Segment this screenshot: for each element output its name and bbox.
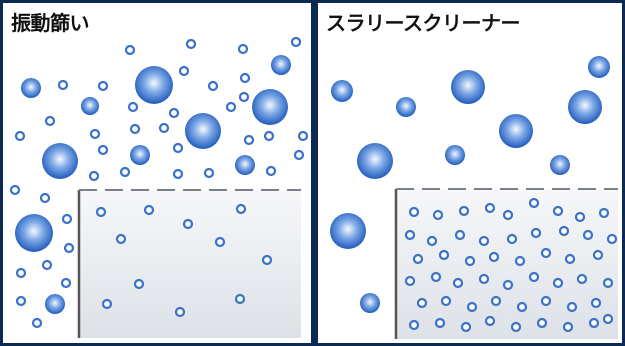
large-particle xyxy=(568,90,602,124)
large-particle xyxy=(81,97,99,115)
large-particle xyxy=(15,214,53,252)
large-particle xyxy=(588,56,610,78)
large-particle xyxy=(330,213,366,249)
large-particle xyxy=(396,97,416,117)
large-particle xyxy=(235,155,255,175)
large-particle xyxy=(451,70,485,104)
vibrating-sieve-scene xyxy=(3,3,311,343)
large-particle xyxy=(445,145,465,165)
large-particle xyxy=(252,89,288,125)
vibrating-sieve-title: 振動篩い xyxy=(11,7,89,36)
slurry-screener-title: スラリースクリーナー xyxy=(326,7,520,36)
large-particle xyxy=(135,66,173,104)
large-particle xyxy=(130,145,150,165)
slurry-screener-scene xyxy=(318,3,622,343)
large-particle xyxy=(42,143,78,179)
large-particle xyxy=(271,55,291,75)
large-particle xyxy=(185,113,221,149)
large-particle xyxy=(550,155,570,175)
large-particle xyxy=(499,114,533,148)
large-particle xyxy=(331,80,353,102)
large-particle xyxy=(360,293,380,313)
slurry-screener-panel: スラリースクリーナー xyxy=(318,3,622,343)
large-particle xyxy=(357,143,393,179)
vibrating-sieve-panel: 振動篩い xyxy=(3,3,311,343)
large-particle xyxy=(21,78,41,98)
large-particle xyxy=(45,294,65,314)
